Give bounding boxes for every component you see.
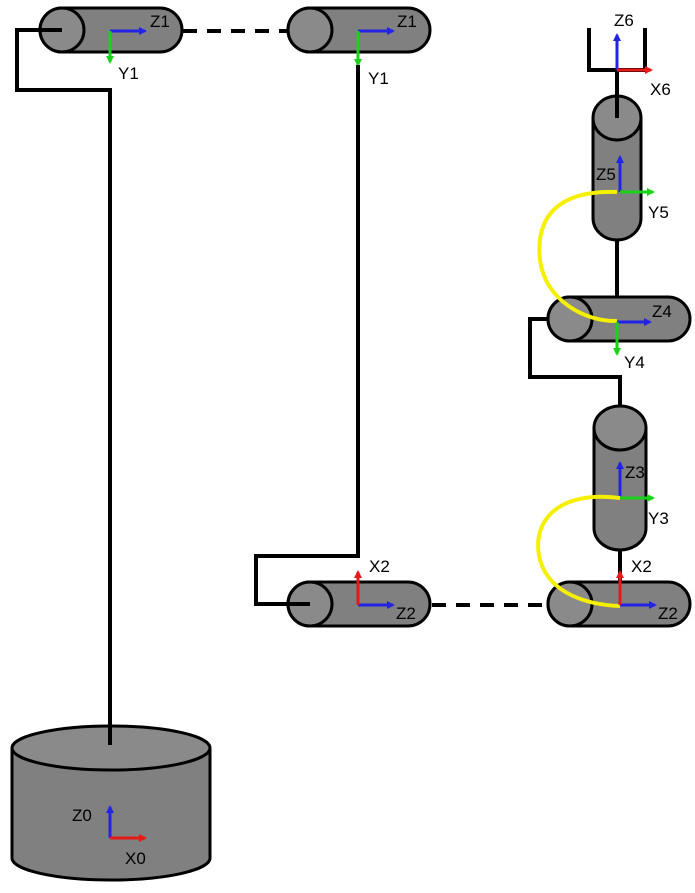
joint1-right-y-label: Y1 xyxy=(368,69,389,88)
joint3-z-label: Z3 xyxy=(625,463,645,482)
end-effector-x-label: X6 xyxy=(650,80,671,99)
joint3-frame: Z3 Y3 xyxy=(616,461,669,528)
link-joint4-to-joint3 xyxy=(528,317,622,406)
base-z-label: Z0 xyxy=(72,806,92,825)
joint4-frame: Z4 Y4 xyxy=(613,302,672,372)
base-frame: Z0 X0 xyxy=(72,805,147,868)
base-cylinder xyxy=(10,724,212,882)
joint1-right-frame: Z1 Y1 xyxy=(354,12,417,88)
end-effector-z-label: Z6 xyxy=(614,11,634,30)
joint1-left-z-label: Z1 xyxy=(150,12,170,31)
joint2-right-z-label: Z2 xyxy=(658,604,678,623)
end-effector-frame: Z6 X6 xyxy=(613,11,671,99)
link-base-to-joint1 xyxy=(15,28,112,745)
joint4-y-label: Y4 xyxy=(624,353,645,372)
joint5-y-label: Y5 xyxy=(648,203,669,222)
joint5-frame: Z5 Y5 xyxy=(596,155,669,222)
joint5-cylinder xyxy=(591,94,643,242)
joint2-right-frame: X2 Z2 xyxy=(616,557,678,623)
joint4-cylinder xyxy=(546,295,692,343)
base-x-label: X0 xyxy=(125,849,146,868)
joint1-left-frame: Z1 Y1 xyxy=(106,12,170,83)
joint2-left-frame: X2 Z2 xyxy=(354,557,416,623)
joint3-rotation-arc xyxy=(536,494,621,608)
link-joint1-to-joint2 xyxy=(254,65,360,606)
joint3-y-label: Y3 xyxy=(648,509,669,528)
joint5-rotation-arc xyxy=(537,189,618,324)
joint1-right-z-label: Z1 xyxy=(397,12,417,31)
joint1-right-cylinder xyxy=(286,6,432,54)
joint5-z-label: Z5 xyxy=(596,165,616,184)
joint4-z-label: Z4 xyxy=(652,302,672,321)
joint1-left-y-label: Y1 xyxy=(118,64,139,83)
joint2-right-x-label: X2 xyxy=(631,557,652,576)
joint2-left-x-label: X2 xyxy=(369,557,390,576)
joint2-left-z-label: Z2 xyxy=(396,604,416,623)
